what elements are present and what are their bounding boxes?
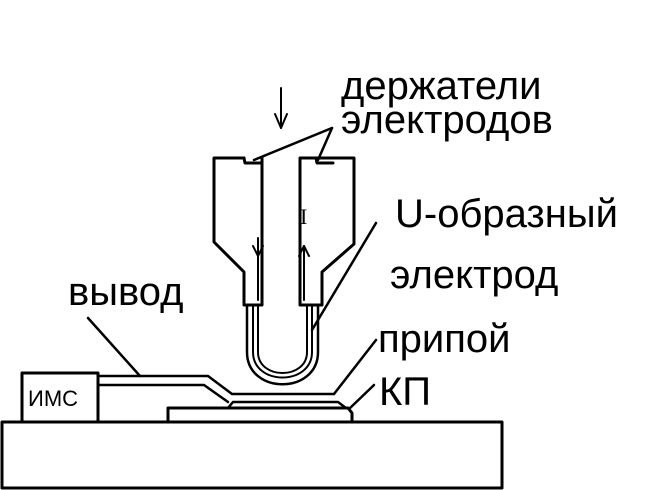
right-electrode-holder: [298, 156, 356, 307]
holders-label-line1: держатели: [341, 64, 542, 108]
ic-label: ИМС: [28, 386, 79, 411]
left-electrode-holder: [212, 156, 264, 307]
leader-lines: [86, 126, 378, 411]
output-label: вывод: [68, 270, 184, 314]
u-electrode-label-line1: U-образный: [395, 192, 618, 236]
base-plate: [0, 420, 504, 490]
ic-lead-wire: [96, 374, 336, 404]
u-shaped-electrode: [245, 303, 320, 386]
pressure-arrow: [274, 87, 288, 129]
solder-label: припой: [378, 317, 511, 361]
contact-pad: [166, 406, 354, 424]
pad-label: КП: [379, 370, 432, 414]
current-direction-arrows: [252, 237, 310, 301]
ic-block: [20, 371, 100, 424]
u-electrode-label-line2: электрод: [390, 253, 559, 297]
holders-label-line2: электродов: [341, 98, 553, 142]
current-label: I: [300, 204, 308, 229]
solder-layer: [226, 400, 348, 410]
